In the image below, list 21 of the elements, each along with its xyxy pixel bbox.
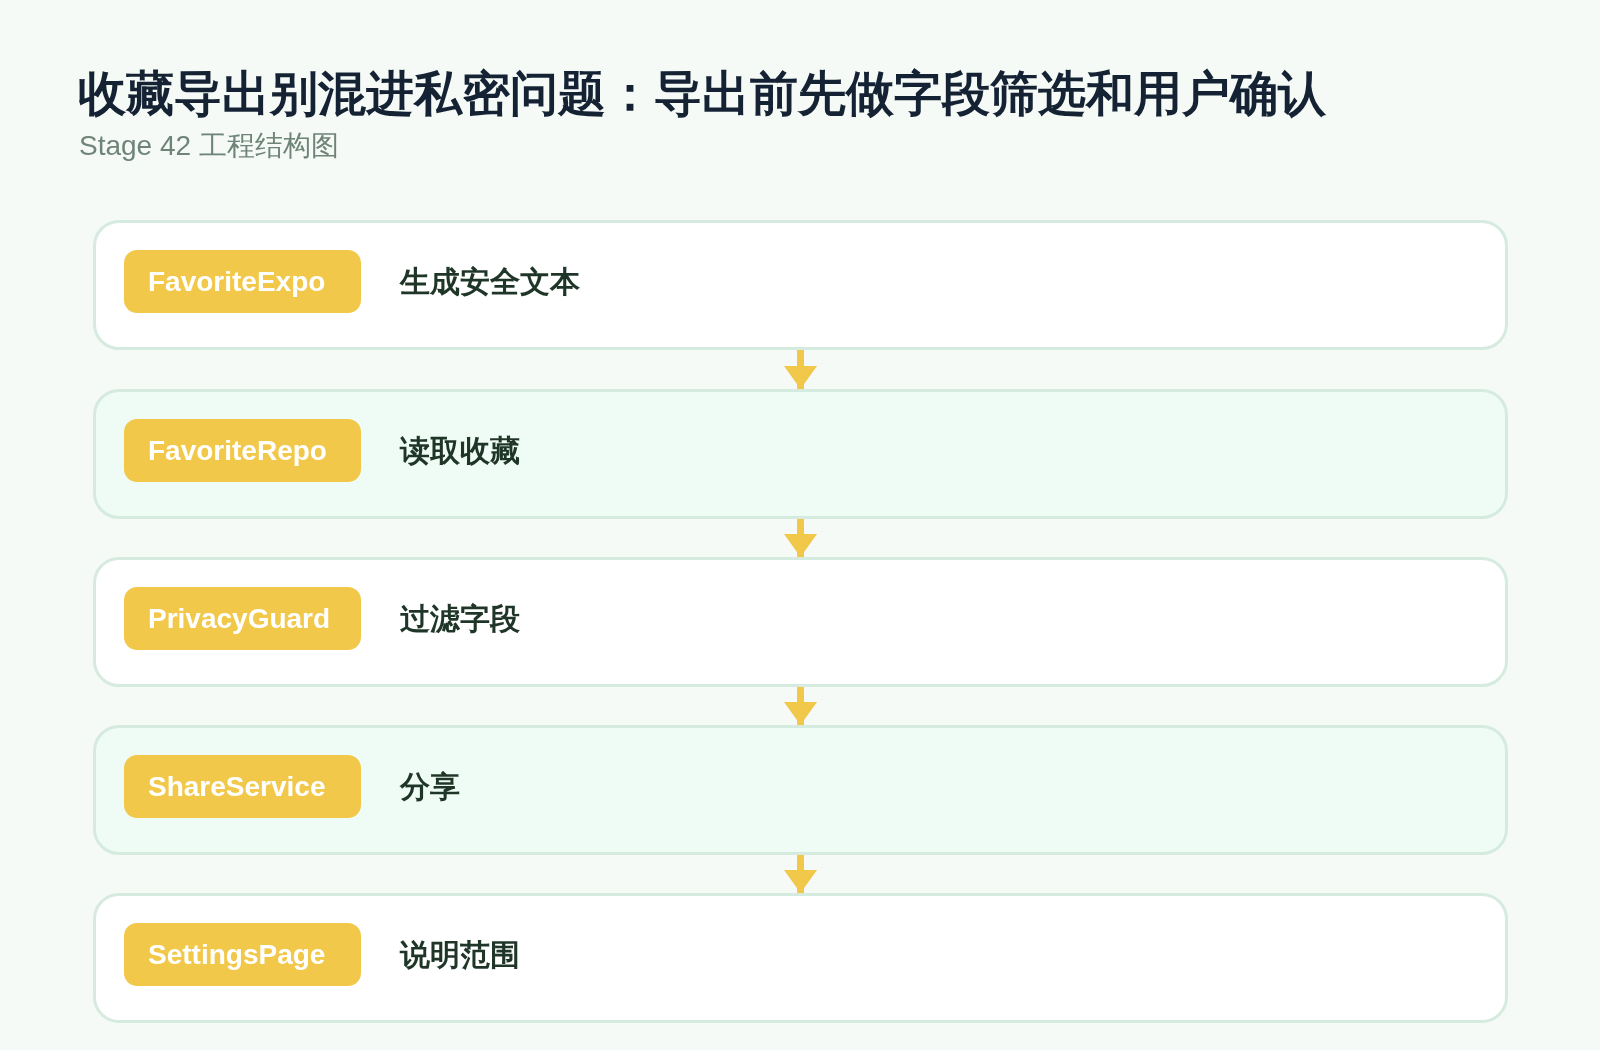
component-tag: FavoriteRepo — [124, 419, 361, 482]
component-tag: FavoriteExpo — [124, 250, 361, 313]
step-description: 读取收藏 — [400, 433, 520, 469]
step-description: 过滤字段 — [400, 601, 520, 637]
component-tag: SettingsPage — [124, 923, 361, 986]
arrow — [784, 855, 817, 893]
arrow — [784, 519, 817, 557]
step-description: 说明范围 — [400, 937, 520, 973]
title: 收藏导出别混进私密问题：导出前先做字段筛选和用户确认 — [78, 66, 1326, 122]
component-tag: PrivacyGuard — [124, 587, 361, 650]
step-description: 分享 — [400, 769, 460, 805]
subtitle: Stage 42 工程结构图 — [79, 129, 339, 163]
step-description: 生成安全文本 — [400, 264, 580, 300]
step-panel — [93, 893, 1508, 1023]
step-panel — [93, 557, 1508, 687]
arrow — [784, 687, 817, 725]
step-panel — [93, 220, 1508, 350]
step-panel — [93, 389, 1508, 519]
arrow — [784, 350, 817, 389]
step-panel — [93, 725, 1508, 855]
component-tag: ShareService — [124, 755, 361, 818]
